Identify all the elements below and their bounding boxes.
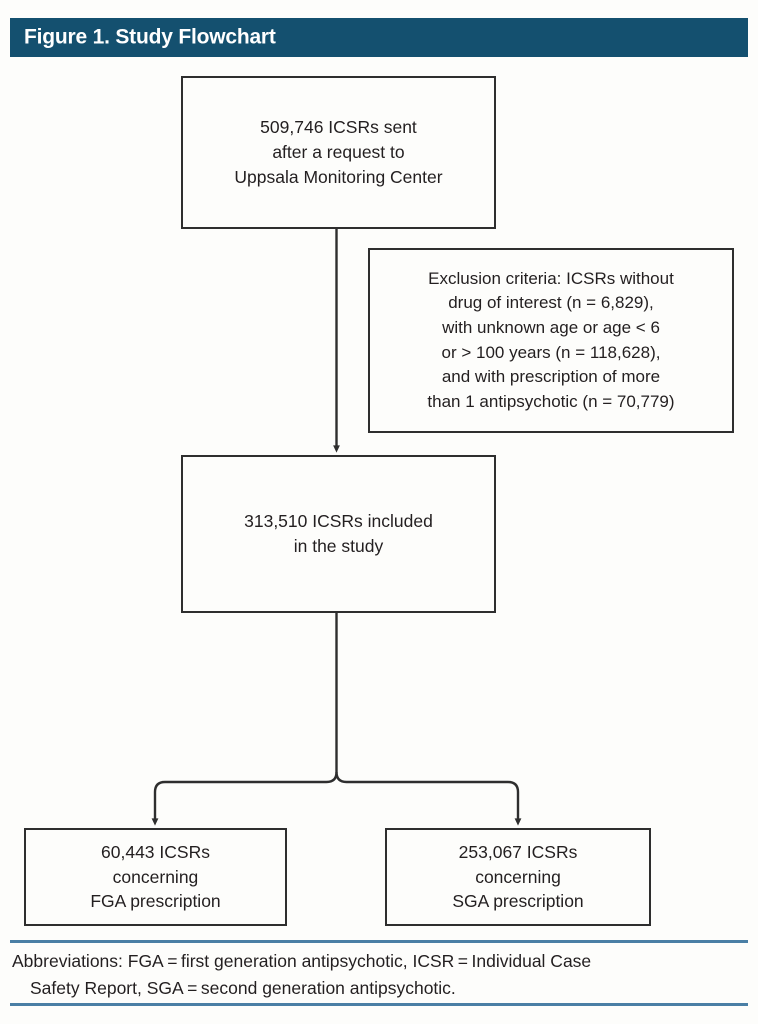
connector-branch-to-fga <box>151 771 338 826</box>
node-fga-prescription-label: 60,443 ICSRs concerning FGA prescription <box>90 841 221 912</box>
flowchart-connectors <box>151 229 522 826</box>
abbreviations-line-1: Abbreviations: FGA = first generation an… <box>12 951 592 971</box>
flowchart-canvas: 509,746 ICSRs sent after a request to Up… <box>0 57 758 940</box>
node-sga-prescription: 253,067 ICSRs concerning SGA prescriptio… <box>385 828 651 926</box>
figure-title: Figure 1. Study Flowchart <box>24 25 276 49</box>
node-icsrs-sent: 509,746 ICSRs sent after a request to Up… <box>181 76 496 229</box>
abbreviations-line-2: Safety Report, SGA = second generation a… <box>30 977 456 998</box>
node-exclusion-criteria: Exclusion criteria: ICSRs without drug o… <box>368 248 734 433</box>
abbreviations-note: Abbreviations: FGA = first generation an… <box>12 948 748 1001</box>
node-icsrs-included: 313,510 ICSRs included in the study <box>181 455 496 613</box>
footer-divider-top <box>10 940 748 943</box>
node-exclusion-criteria-label: Exclusion criteria: ICSRs without drug o… <box>427 268 675 411</box>
connector-branch-to-sga <box>335 771 522 826</box>
figure-header-bar: Figure 1. Study Flowchart <box>10 18 748 57</box>
footer-divider-bottom <box>10 1003 748 1006</box>
node-icsrs-included-label: 313,510 ICSRs included in the study <box>244 511 433 556</box>
node-fga-prescription: 60,443 ICSRs concerning FGA prescription <box>24 828 287 926</box>
node-sga-prescription-label: 253,067 ICSRs concerning SGA prescriptio… <box>452 841 584 912</box>
node-icsrs-sent-label: 509,746 ICSRs sent after a request to Up… <box>234 117 443 187</box>
